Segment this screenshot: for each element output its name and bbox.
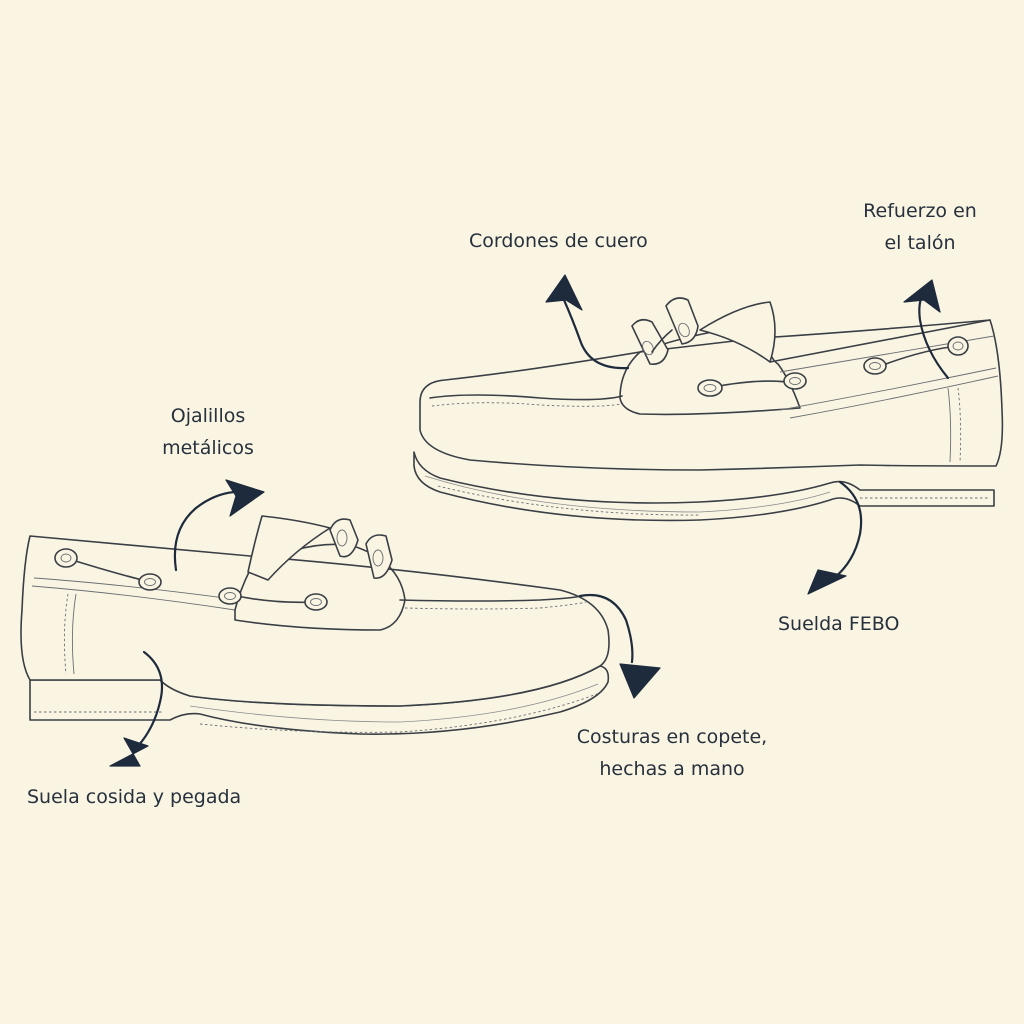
left-shoe-upper: [20, 535, 610, 707]
eyelet: [697, 379, 723, 397]
label-cordones-text: Cordones de cuero: [469, 230, 648, 252]
arrow-costuras: [578, 593, 661, 699]
eyelet: [304, 593, 328, 611]
label-costuras-line1: Costuras en copete,: [576, 726, 768, 748]
eyelet: [783, 372, 807, 390]
right-shoe-sole: [413, 451, 995, 522]
eyelet: [218, 587, 242, 605]
label-ojalillos-metalicos: Ojalillos metálicos: [148, 400, 268, 464]
label-refuerzo-line1: Refuerzo en: [863, 200, 977, 222]
eyelet: [138, 573, 162, 591]
label-refuerzo-en-el-talon: Refuerzo en el talón: [856, 195, 984, 259]
left-shoe: [20, 515, 610, 735]
arrow-suelda: [807, 480, 863, 595]
label-costuras-line2: hechas a mano: [599, 758, 745, 780]
eyelet: [947, 336, 969, 356]
label-suela-text: Suela cosida y pegada: [27, 786, 242, 808]
eyelet: [54, 548, 78, 568]
label-costuras-en-copete: Costuras en copete, hechas a mano: [572, 721, 772, 785]
label-suelda-text: Suelda FEBO: [778, 613, 900, 635]
right-shoe: [413, 297, 1004, 522]
label-suela-cosida-y-pegada: Suela cosida y pegada: [27, 781, 241, 813]
eyelet: [863, 357, 887, 375]
label-refuerzo-line2: el talón: [884, 232, 956, 254]
label-cordones-de-cuero: Cordones de cuero: [469, 225, 648, 257]
label-ojalillos-line2: metálicos: [162, 437, 254, 459]
arrow-cordones: [545, 274, 630, 370]
arrow-ojalillos: [173, 479, 265, 572]
label-suelda-febo: Suelda FEBO: [778, 608, 899, 640]
label-ojalillos-line1: Ojalillos: [170, 405, 246, 427]
arrow-refuerzo: [903, 279, 950, 380]
arrow-suela: [109, 650, 164, 767]
